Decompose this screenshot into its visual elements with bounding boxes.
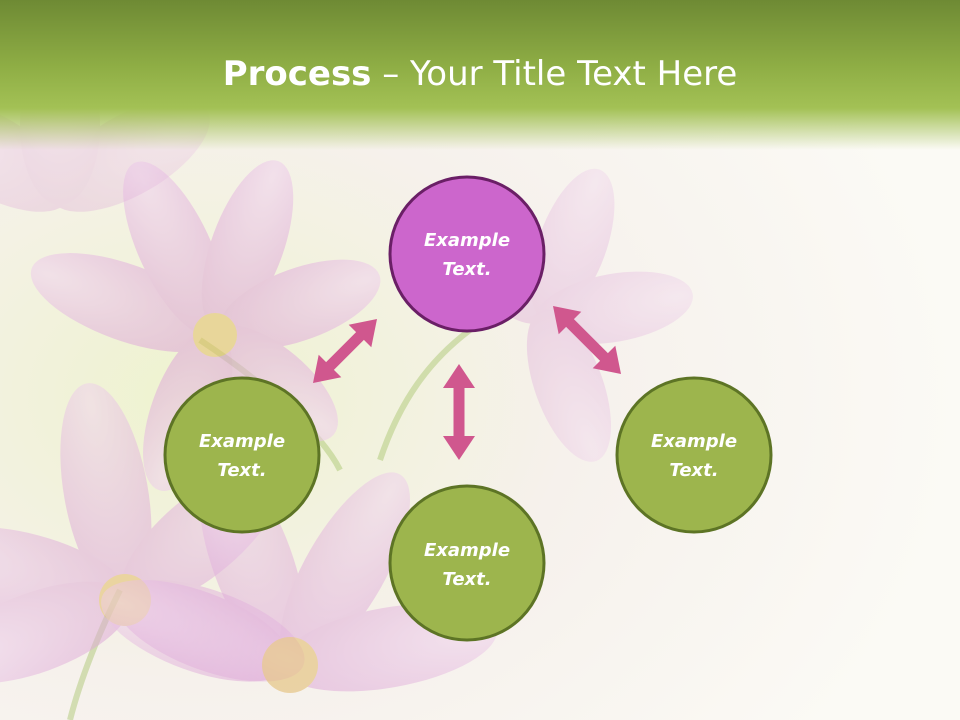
node-bottom: Example Text. (388, 484, 546, 642)
arrow-shape (553, 306, 621, 374)
node-right-circle (615, 376, 773, 534)
node-right-line2: Text. (669, 460, 718, 481)
node-left: Example Text. (163, 376, 321, 534)
node-bottom-line1: Example (424, 540, 510, 561)
node-left-line2: Text. (217, 460, 266, 481)
node-top: Example Text. (388, 175, 546, 333)
node-left-line1: Example (199, 431, 285, 452)
arrow-shape (313, 319, 377, 383)
title-bar (0, 0, 960, 150)
node-right-line1: Example (651, 431, 737, 452)
title-strong: Process (222, 54, 372, 94)
node-left-circle (163, 376, 321, 534)
node-top-line1: Example (424, 230, 510, 251)
arrow-shape (443, 364, 475, 460)
slide-title: Process – Your Title Text Here (0, 52, 960, 96)
node-bottom-circle (388, 484, 546, 642)
node-right: Example Text. (615, 376, 773, 534)
node-top-circle (388, 175, 546, 333)
double-arrow-top-bottom (443, 364, 475, 460)
double-arrow-top-left (313, 319, 377, 383)
title-rest: – Your Title Text Here (371, 54, 738, 94)
node-top-line2: Text. (442, 259, 491, 280)
double-arrow-top-right (553, 306, 621, 374)
arrows (313, 306, 621, 460)
node-bottom-line2: Text. (442, 569, 491, 590)
